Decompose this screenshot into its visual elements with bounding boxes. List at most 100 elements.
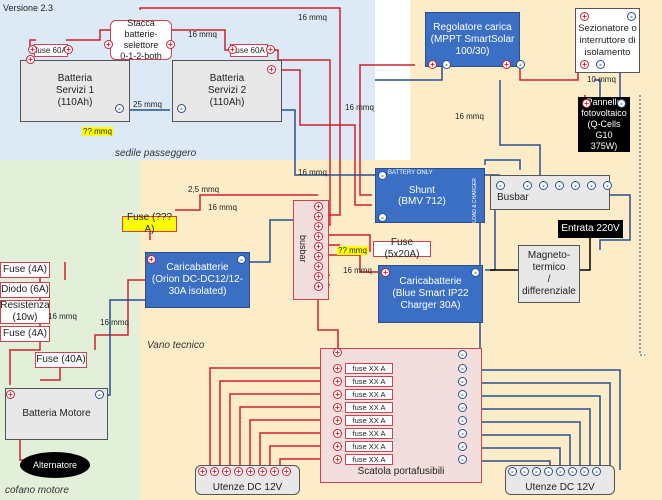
load-positive-terminal: + xyxy=(270,467,279,476)
mppt-pv-negative: - xyxy=(516,60,525,69)
wire-label: 2,5 mmq xyxy=(188,185,220,194)
load-negative-terminal: - xyxy=(556,467,565,476)
fuse-slot-positive: + xyxy=(333,390,342,399)
fuse-slot-positive: + xyxy=(333,403,342,412)
fuse-slot-negative: - xyxy=(458,403,467,412)
fuse-slot: fuse XX A xyxy=(345,415,393,426)
wire-label: 16 mmq xyxy=(345,103,374,112)
fusebox-input-negative: - xyxy=(458,350,467,359)
fuse-slot: fuse XX A xyxy=(345,389,393,400)
busbar-negative-terminal: - xyxy=(496,181,505,190)
ac-charger: Caricabatterie (Blue Smart IP22 Charger … xyxy=(378,265,483,323)
fuse-slot-positive: + xyxy=(333,455,342,464)
mppt-pv-positive: + xyxy=(502,60,511,69)
fuse-slot-negative: - xyxy=(458,390,467,399)
service-battery-1: Batteria Servizi 1 (110Ah) xyxy=(20,60,130,122)
shunt-battery-only: BATTERY ONLY xyxy=(388,170,433,176)
fuse-slot-positive: + xyxy=(333,416,342,425)
fuse-terminal: + xyxy=(228,45,237,54)
busbar-positive-terminal: + xyxy=(314,262,323,271)
fuse-slot-positive: + xyxy=(333,442,342,451)
tech-zone-label: Vano tecnico xyxy=(147,340,205,351)
busbar-negative-terminal: - xyxy=(539,181,548,190)
busbar-negative-terminal: - xyxy=(555,181,564,190)
fuse-slot: fuse XX A xyxy=(345,363,393,374)
fuse-unknown: Fuse (???A) xyxy=(122,212,177,235)
load-negative-terminal: - xyxy=(508,467,517,476)
ac-input: Entrata 220V xyxy=(558,220,623,238)
shunt-bmv712 xyxy=(375,168,485,223)
load-negative-terminal: - xyxy=(544,467,553,476)
wire-label: 16 mmq xyxy=(100,318,129,327)
rcd-breaker[interactable]: Magneto- termico / differenziale xyxy=(518,245,580,303)
busbar-negative-terminal: - xyxy=(571,181,580,190)
shunt-load-terminal: - xyxy=(378,213,387,222)
load-positive-terminal: + xyxy=(234,467,243,476)
fuse-terminal: + xyxy=(28,45,37,54)
alternator: Alternatore xyxy=(20,452,90,478)
fuse-slot-positive: + xyxy=(333,377,342,386)
load-negative-terminal: - xyxy=(532,467,541,476)
wire-label: 16 mmq xyxy=(455,112,484,121)
fuse-slot-positive: + xyxy=(333,429,342,438)
dcdc-positive: + xyxy=(147,255,156,264)
wire-label: ?? mmq xyxy=(82,127,113,136)
fuse-slot-negative: - xyxy=(458,455,467,464)
dcdc-negative: - xyxy=(237,255,246,264)
fuse-terminal: + xyxy=(266,45,275,54)
busbar-positive xyxy=(293,200,329,300)
fuse-slot-negative: - xyxy=(458,364,467,373)
busbar-positive-terminal: + xyxy=(314,202,323,211)
diode-6a: Diodo (6A) xyxy=(0,282,50,298)
load-positive-terminal: + xyxy=(210,467,219,476)
wire-label: 25 mmq xyxy=(133,100,162,109)
busbar-negative-terminal: - xyxy=(603,181,612,190)
busbar-positive-terminal: + xyxy=(314,242,323,251)
panel-positive: + xyxy=(582,99,591,108)
engine-battery-negative: - xyxy=(95,390,104,399)
load-positive-terminal: + xyxy=(198,467,207,476)
engine-battery-positive: + xyxy=(6,390,15,399)
load-negative-terminal: - xyxy=(568,467,577,476)
wire-label: 16 mmq xyxy=(208,203,237,212)
fuse-slot-positive: + xyxy=(333,364,342,373)
busbar-negative: Busbar xyxy=(490,175,610,210)
ac-wires xyxy=(490,238,591,271)
service-battery-2: Batteria Servizi 2 (110Ah) xyxy=(172,60,282,122)
dcdc-charger: Caricabatterie (Orion DC-DC12/12- 30A is… xyxy=(145,252,250,308)
charger-positive: + xyxy=(381,268,390,277)
fuse-slot: fuse XX A xyxy=(345,376,393,387)
fuse-slot-negative: - xyxy=(458,442,467,451)
fuse-5x20: Fuse (5x20A) xyxy=(373,237,431,260)
mppt-charger: Regolatore carica (MPPT SmartSolar 100/3… xyxy=(425,12,520,67)
fuse-slot-negative: - xyxy=(458,377,467,386)
load-positive-terminal: + xyxy=(282,467,291,476)
busbar-positive-terminal: + xyxy=(314,232,323,241)
shunt-load-charger: LOAD & CHARGER xyxy=(472,178,478,223)
busbar-negative-terminal: - xyxy=(523,181,532,190)
engine-battery: Batteria Motore xyxy=(5,388,108,440)
fuse-4a-2: Fuse (4A) xyxy=(0,326,50,342)
busbar-positive-terminal: + xyxy=(314,222,323,231)
wire-label: ?? mmq xyxy=(337,246,368,255)
engine-zone-label: cofano motore xyxy=(5,485,69,496)
busbar-negative-terminal: - xyxy=(587,181,596,190)
busbar-positive-terminal: + xyxy=(314,252,323,261)
isolator-in: + xyxy=(580,60,589,69)
wire-label: 16 mmq xyxy=(48,312,77,321)
wire-label: 16 mmq xyxy=(298,13,327,22)
mppt-positive: + xyxy=(428,60,437,69)
load-positive-terminal: + xyxy=(258,467,267,476)
fuse-slot: fuse XX A xyxy=(345,441,393,452)
wire-label: 16 mmq xyxy=(188,30,217,39)
fuse-slot: fuse XX A xyxy=(345,402,393,413)
load-positive-terminal: + xyxy=(246,467,255,476)
fuse-slot-negative: - xyxy=(458,416,467,425)
isolator-top-left: + xyxy=(580,12,589,21)
battery-selector[interactable]: Stacca batterie- selettore 0-1-2-both xyxy=(110,18,172,61)
load-negative-terminal: - xyxy=(520,467,529,476)
version-label: Versione 2.3 xyxy=(3,3,54,13)
fuse-slot-negative: - xyxy=(458,429,467,438)
battery2-negative: - xyxy=(177,104,186,113)
